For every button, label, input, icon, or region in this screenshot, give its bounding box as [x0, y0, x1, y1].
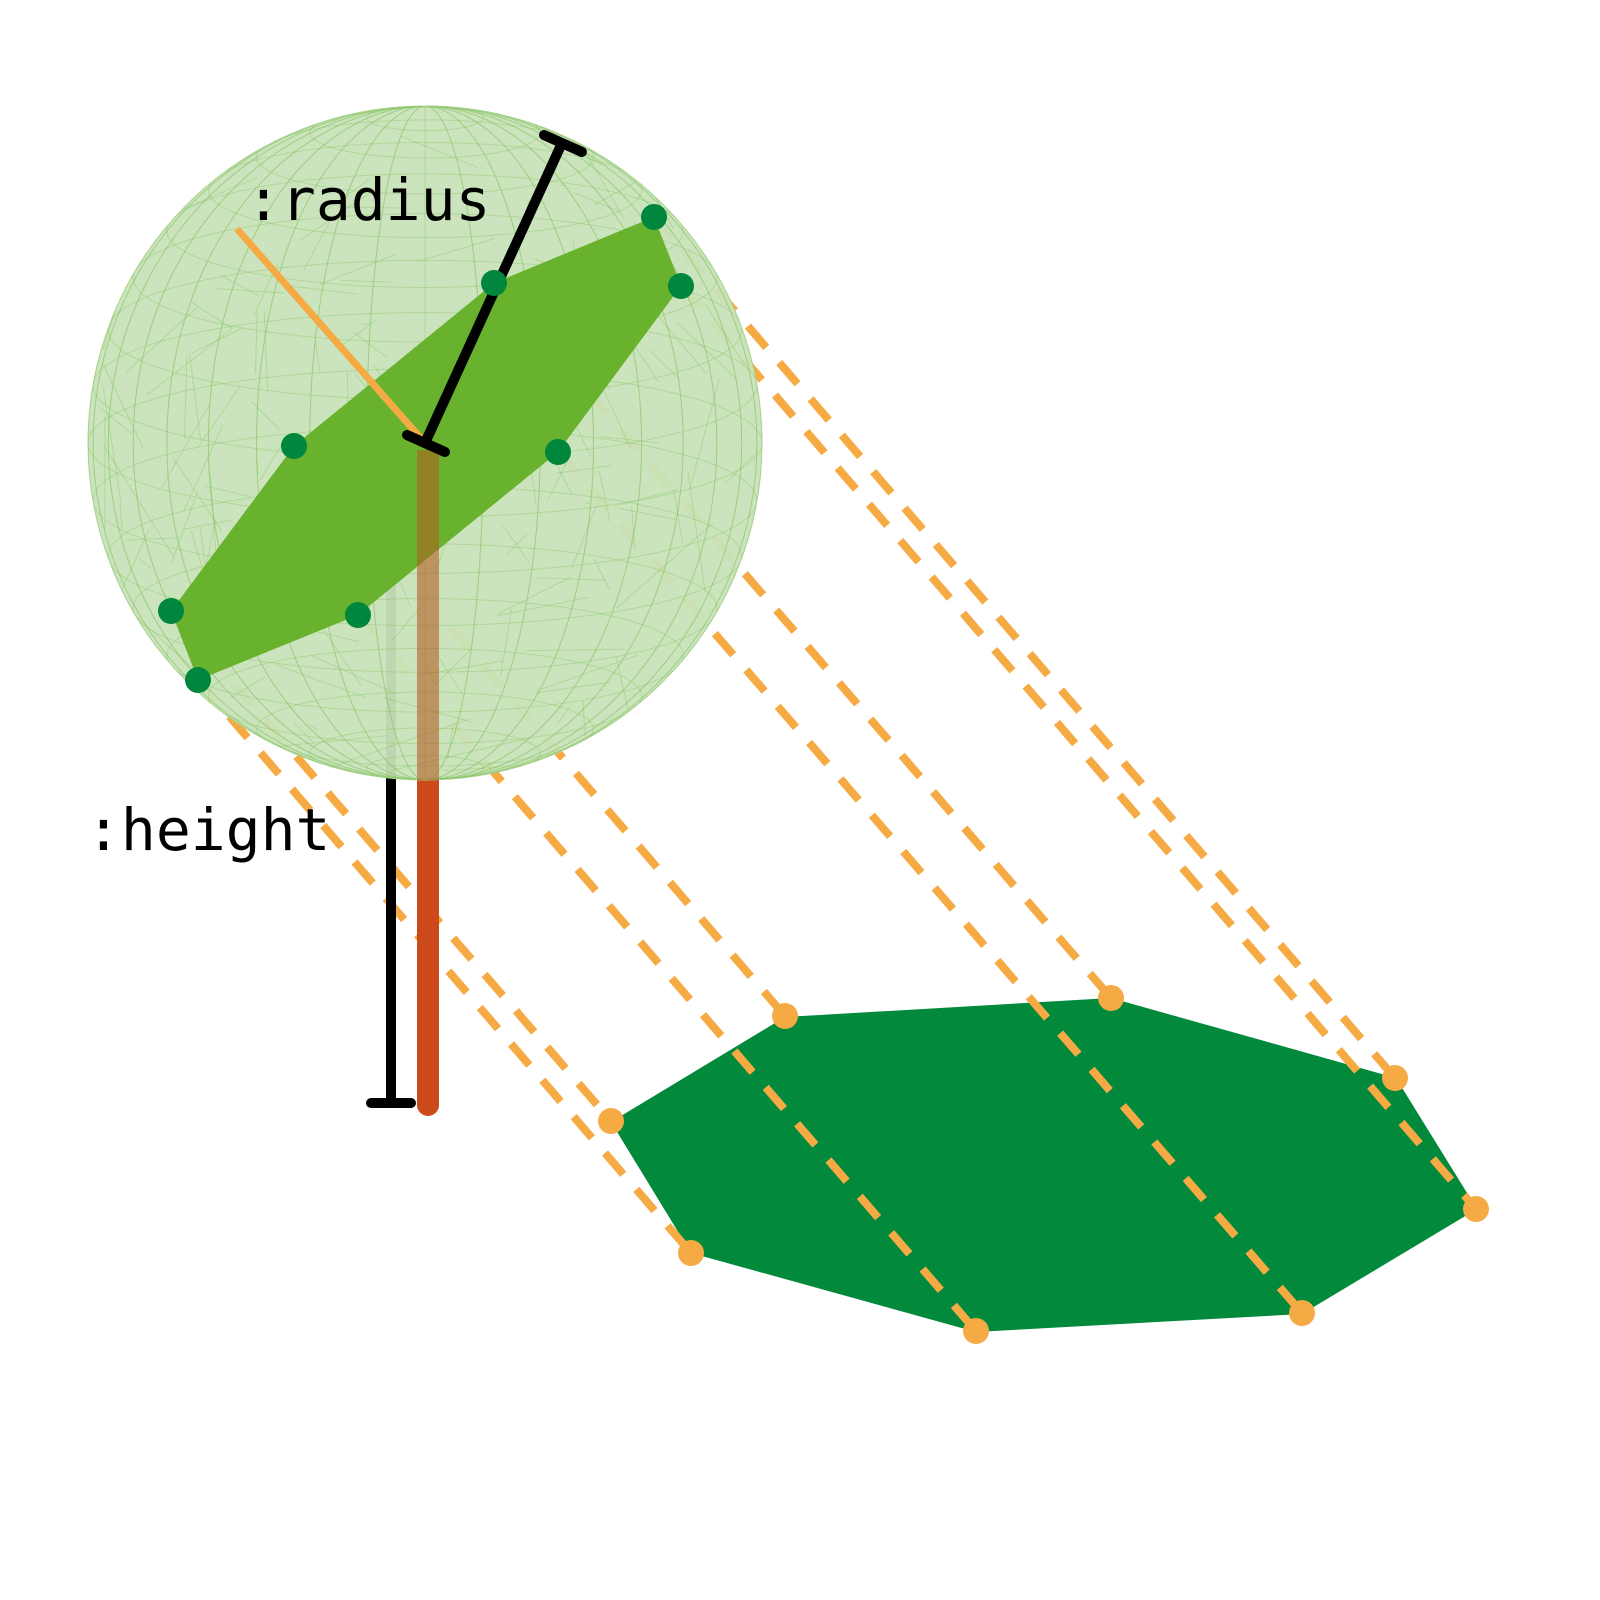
- crown-vertex: [545, 439, 571, 465]
- shadow-vertex: [1463, 1196, 1489, 1222]
- shadow-vertex: [963, 1318, 989, 1344]
- crown-vertex: [158, 598, 184, 624]
- crown-vertex: [481, 270, 507, 296]
- projection-line: [677, 283, 1480, 1212]
- shadow-vertex: [1382, 1065, 1408, 1091]
- shadow-vertex: [772, 1003, 798, 1029]
- projection-line: [290, 443, 789, 1019]
- height-label: :height: [86, 796, 330, 864]
- shadow-polygon: [611, 998, 1477, 1332]
- shadow-vertex: [1289, 1300, 1315, 1326]
- shadow-vertex: [1098, 985, 1124, 1011]
- crown-vertex: [345, 602, 371, 628]
- shadow-vertex: [598, 1108, 624, 1134]
- crown-vertex: [641, 204, 667, 230]
- shadow-vertex: [678, 1240, 704, 1266]
- crown-vertex: [668, 273, 694, 299]
- projection-line: [650, 214, 1399, 1081]
- crown-vertices: [158, 204, 694, 693]
- crown-vertex: [185, 667, 211, 693]
- crown-vertex: [281, 433, 307, 459]
- radius-label: :radius: [246, 166, 490, 234]
- radius-guide-line: [234, 226, 428, 446]
- shadow-vertices: [598, 985, 1489, 1344]
- projection-line: [194, 677, 695, 1256]
